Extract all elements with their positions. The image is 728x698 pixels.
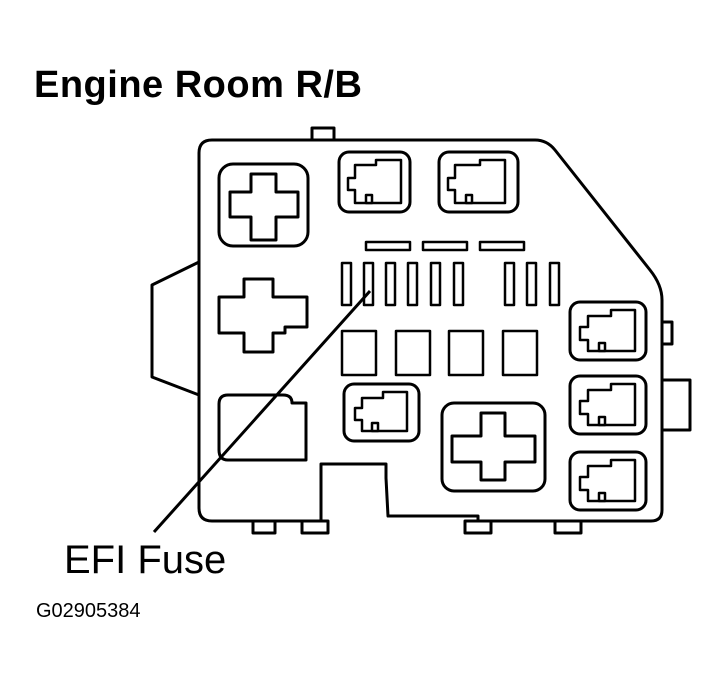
fuse-slot <box>384 261 397 307</box>
relay-socket-right-2 <box>568 374 648 436</box>
relay-socket-cross-left <box>217 277 309 354</box>
relay-socket-large-upper-left <box>217 162 310 248</box>
relay-socket-small-top-2 <box>437 150 520 214</box>
diagram-title: Engine Room R/B <box>34 64 363 106</box>
large-fuse-row <box>340 329 539 377</box>
fuse-square <box>501 329 539 377</box>
relay-socket-large-lower <box>440 401 547 493</box>
fuse-slot <box>503 261 516 307</box>
efi-fuse-slot <box>362 261 375 307</box>
fuse-square <box>394 329 432 377</box>
relay-socket-right-1 <box>568 300 648 362</box>
fuse-slot <box>452 261 465 307</box>
figure-code: G02905384 <box>36 600 141 622</box>
efi-fuse-leader-line <box>152 289 372 534</box>
relay-socket-right-3 <box>568 450 648 512</box>
fuse-slot <box>340 261 353 307</box>
fuse-slot <box>548 261 561 307</box>
efi-fuse-label: EFI Fuse <box>64 538 227 582</box>
mini-fuse-row-horizontal <box>364 240 526 252</box>
fuse-square <box>447 329 485 377</box>
relay-socket-small-top-1 <box>337 150 412 214</box>
relay-socket-small-middle <box>342 382 421 443</box>
fuse-slot <box>525 261 538 307</box>
fuse-slot <box>406 261 419 307</box>
fuse-square <box>340 329 378 377</box>
connector-socket-lower-left <box>217 393 308 462</box>
fuse-slot <box>429 261 442 307</box>
fuse-row-vertical <box>340 261 561 307</box>
